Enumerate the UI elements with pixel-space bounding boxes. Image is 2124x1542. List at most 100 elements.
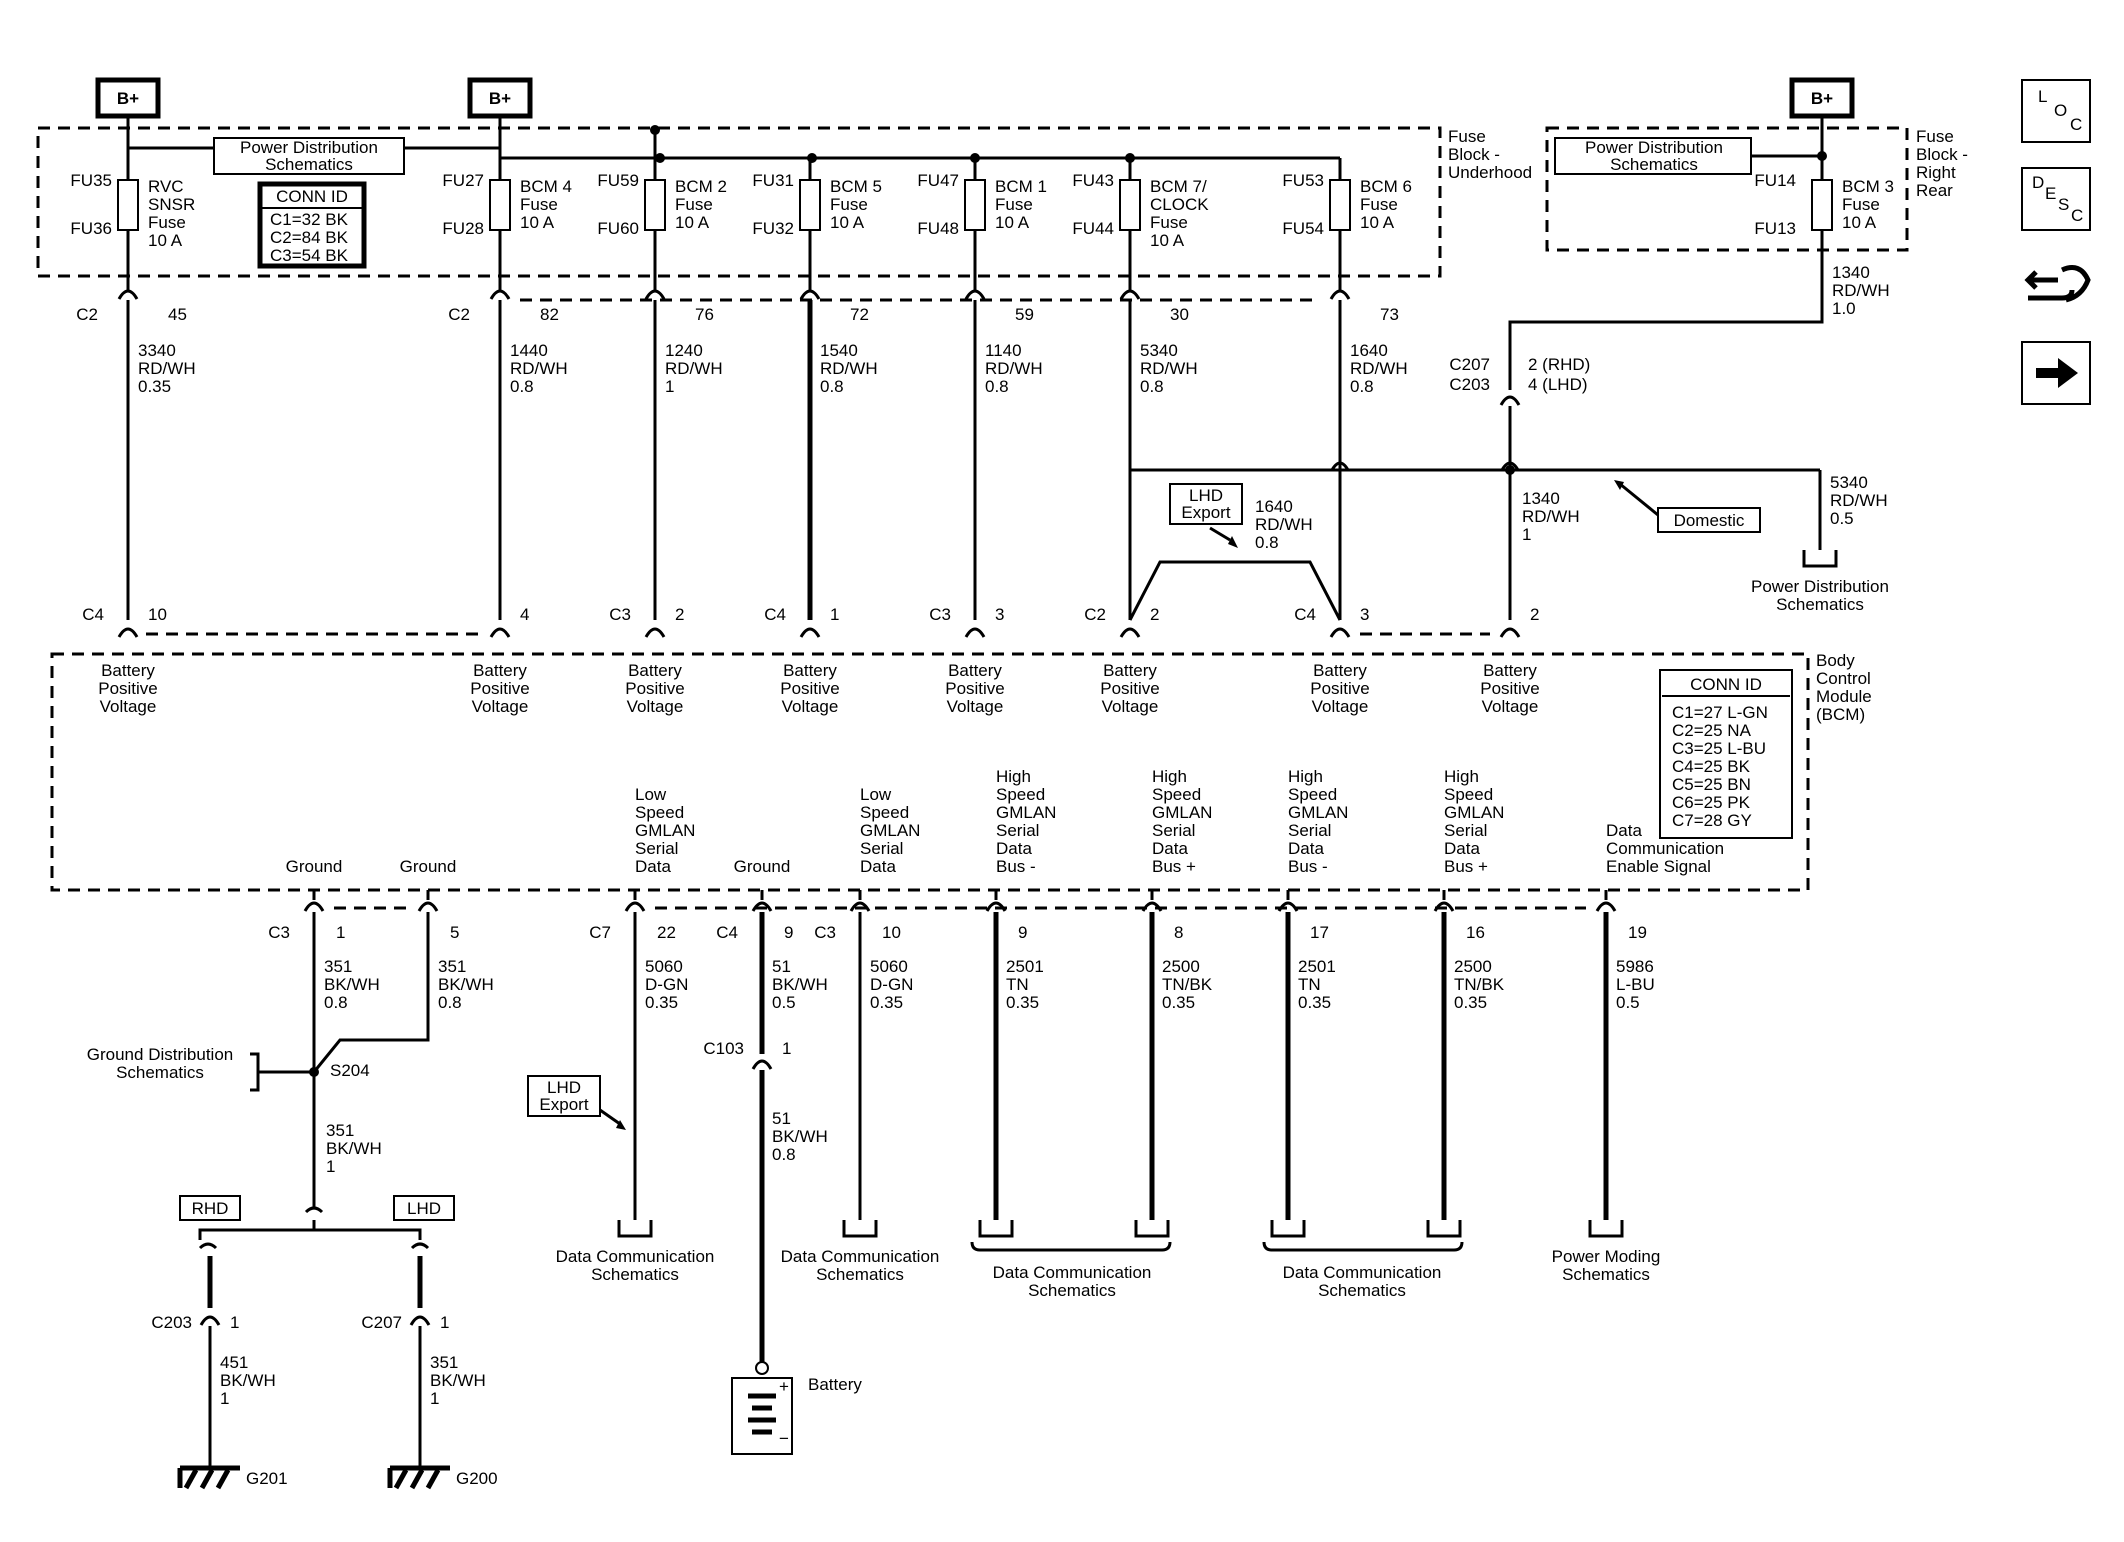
battery-positive-voltage-label: Positive [1100, 679, 1160, 698]
connector-terminal [417, 901, 439, 912]
wire-5340-spec: RD/WH [1830, 491, 1888, 510]
ground-symbol [183, 1468, 199, 1490]
arrow [1209, 526, 1231, 542]
fuse-block-rear-label: Fuse [1916, 127, 1954, 146]
wire-spec: RD/WH [138, 359, 196, 378]
fuse-label: Fuse [675, 195, 713, 214]
splice-dot [1817, 151, 1827, 161]
output-wire-spec: 0.35 [1454, 993, 1487, 1012]
splice-dot [1505, 465, 1515, 475]
rhd-box [179, 1195, 241, 1221]
battery-positive-voltage-label: Voltage [100, 697, 157, 716]
output-connector-pin: 22 [657, 923, 676, 942]
component-bracket [1802, 550, 1838, 568]
b-plus-box-2-label: B+ [489, 89, 511, 108]
fuse-label: 10 A [1360, 213, 1395, 232]
fuse-id-top: FU53 [1282, 171, 1324, 190]
c203-wire-spec: BK/WH [220, 1371, 276, 1390]
lhd-export-label-2: LHD [547, 1078, 581, 1097]
bcm-output-label: Data [1606, 821, 1642, 840]
power-distribution-box-1 [213, 137, 405, 175]
conn-id-bcm-row: C6=25 PK [1672, 793, 1751, 812]
output-wire-spec: TN/BK [1454, 975, 1505, 994]
fuse-label: Fuse [1842, 195, 1880, 214]
wire-spec: 1640 [1350, 341, 1388, 360]
connector-terminal [1329, 289, 1351, 300]
next-page-button[interactable] [2021, 341, 2091, 405]
wire-break [198, 1242, 218, 1250]
lhd-export-box-2 [527, 1075, 601, 1117]
power-distribution-label-2: Power Distribution [1585, 138, 1723, 157]
wire-spec: 5340 [1140, 341, 1178, 360]
bcm-output-label: Serial [635, 839, 678, 858]
bcm-connector-pin: 4 [520, 605, 529, 624]
output-wire-spec: 2500 [1162, 957, 1200, 976]
domestic-label: Domestic [1674, 511, 1745, 530]
ground-symbol [393, 1468, 409, 1490]
output-wire-spec: 5060 [645, 957, 683, 976]
bcm-label: Module [1816, 687, 1872, 706]
fuse-label: BCM 4 [520, 177, 572, 196]
wire-crossing-hop [1500, 461, 1520, 471]
bcm-output-label: GMLAN [996, 803, 1056, 822]
battery-positive-voltage-label: Voltage [947, 697, 1004, 716]
bcm-output-label: Communication [1606, 839, 1724, 858]
bcm-connector-pin: 3 [1360, 605, 1369, 624]
output-wire-spec: D-GN [870, 975, 913, 994]
output-connector-id: C7 [589, 923, 611, 942]
fuse-label: BCM 6 [1360, 177, 1412, 196]
output-wire-spec: 0.35 [1162, 993, 1195, 1012]
bcm-connector-pin: 2 [675, 605, 684, 624]
bcm-connector-id: C3 [609, 605, 631, 624]
output-connector-pin: 9 [1018, 923, 1027, 942]
output-wire-spec: 5986 [1616, 957, 1654, 976]
bcm-connector-id: C4 [82, 605, 104, 624]
loc-button[interactable]: LOC [2021, 79, 2091, 143]
fuse-id-bottom: FU28 [442, 219, 484, 238]
power-distribution-label-2: Schematics [1610, 155, 1698, 174]
fuse-id-top: FU43 [1072, 171, 1114, 190]
battery-box [731, 1377, 793, 1455]
ground-dist-bracket [250, 1052, 260, 1092]
bcm-connector-pin: 2 [1530, 605, 1539, 624]
connector-terminal [1499, 395, 1521, 406]
bcm-output-label: Serial [996, 821, 1039, 840]
battery-positive-voltage-label: Battery [783, 661, 837, 680]
output-connector-pin: 5 [450, 923, 459, 942]
fuse-label: BCM 7/ [1150, 177, 1207, 196]
fuse-label: Fuse [1360, 195, 1398, 214]
battery-positive-voltage-label: Voltage [782, 697, 839, 716]
output-connector-id: C3 [814, 923, 836, 942]
bcm-output-label: Ground [400, 857, 457, 876]
wiring-swap-button[interactable] [2024, 265, 2091, 303]
output-wire-spec: 0.5 [772, 993, 796, 1012]
connector-terminal [489, 289, 511, 300]
conn-id-fuse-title: CONN ID [276, 187, 348, 206]
lhd-label: LHD [407, 1199, 441, 1218]
wire-351-spec: 351 [326, 1121, 354, 1140]
bcm-output-label: Speed [635, 803, 684, 822]
connector-id: C2 [448, 305, 470, 324]
connector-pin: 76 [695, 305, 714, 324]
fuse-block-rear-label: Block - [1916, 145, 1968, 164]
wire-spec: 0.8 [820, 377, 844, 396]
conn-id-fuse-block [257, 181, 367, 269]
battery-positive-voltage-label: Battery [1313, 661, 1367, 680]
ground-distribution-label: Schematics [116, 1063, 204, 1082]
output-wire-spec: 0.35 [870, 993, 903, 1012]
battery-positive-voltage-label: Positive [780, 679, 840, 698]
rear-fuse-wire [1508, 290, 1824, 390]
connector-terminal [1119, 627, 1141, 638]
fuse-label: Fuse [520, 195, 558, 214]
data-comm-label-1: Schematics [591, 1265, 679, 1284]
connector-id: C2 [76, 305, 98, 324]
fuse-label: 10 A [675, 213, 710, 232]
battery-positive-voltage-label: Battery [948, 661, 1002, 680]
bcm-output-label: GMLAN [1288, 803, 1348, 822]
wire-1340-spec: 1340 [1522, 489, 1560, 508]
fuse-id-top: FU47 [917, 171, 959, 190]
c207-wire-spec: 351 [430, 1353, 458, 1372]
ground-wire [312, 912, 430, 1073]
loc-icon-letter: O [2054, 101, 2067, 120]
